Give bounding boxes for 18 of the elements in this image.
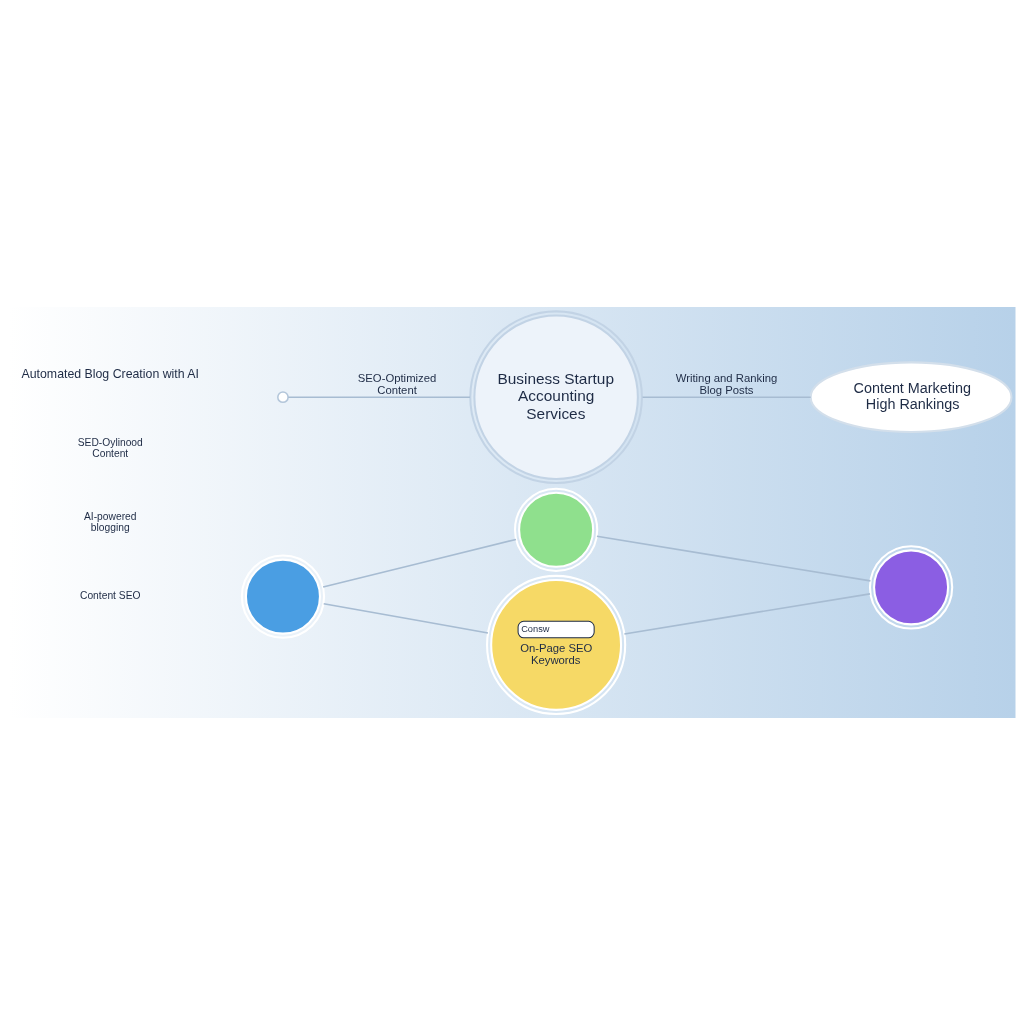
- connector: [623, 592, 871, 635]
- label: SED-Oylinood Content: [77, 436, 143, 459]
- connector: [287, 395, 471, 398]
- node-circle: Business Startup Accounting Services: [469, 309, 643, 484]
- edge-label: SEO-Optimized Content: [357, 371, 437, 396]
- label: Content SEO: [80, 589, 141, 601]
- node-ellipse: Content Marketing High Rankings: [809, 360, 1013, 433]
- connector: [322, 602, 489, 634]
- connector: [322, 538, 517, 588]
- node-circle: [240, 553, 326, 639]
- node-circle: Consw On-Page SEO Keywords: [486, 574, 627, 715]
- connector: [641, 395, 812, 398]
- edge-label: Writing and Ranking Blog Posts: [675, 371, 778, 396]
- label: AI-powered blogging: [84, 510, 137, 533]
- connector: [596, 534, 872, 582]
- node-circle: [868, 544, 954, 629]
- label: Automated Blog Creation with AI: [21, 366, 200, 381]
- node-circle: [513, 487, 599, 572]
